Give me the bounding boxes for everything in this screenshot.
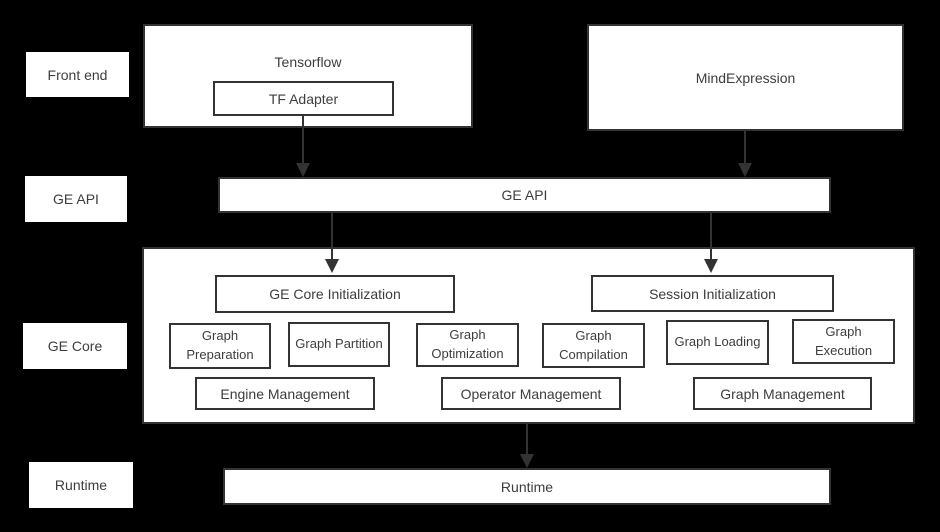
ge-core-initialization-box: GE Core Initialization [215,275,455,313]
arrow-head-icon [738,163,752,177]
operator-management-box: Operator Management [441,377,621,410]
ge-api-bar: GE API [218,177,831,213]
graph-loading-box: Graph Loading [666,320,769,365]
arrow-head-icon [296,163,310,177]
graph-partition-box: Graph Partition [288,322,390,367]
graph-management-box: Graph Management [693,377,872,410]
row-label-runtime: Runtime [29,462,133,508]
mindexpression-box: MindExpression [587,24,904,131]
ge-core-box: GE Core Initialization Session Initializ… [142,247,915,424]
graph-execution-box: Graph Execution [792,319,895,364]
graph-preparation-box: Graph Preparation [169,323,271,369]
arrow-ge-core-to-runtime [520,424,534,468]
graph-optimization-box: Graph Optimization [416,323,519,367]
arrow-shaft [331,213,333,259]
arrow-mindexpression-to-ge-api [738,131,752,177]
arrow-shaft [302,114,304,163]
graph-compilation-box: Graph Compilation [542,323,645,368]
arrow-shaft [710,213,712,259]
tf-adapter-box: TF Adapter [213,81,394,116]
arrow-ge-api-to-session-init [704,213,718,273]
row-label-ge-api: GE API [25,176,127,222]
arrow-tf-adapter-to-ge-api [296,114,310,177]
row-label-ge-core: GE Core [23,323,127,369]
arrow-ge-api-to-ge-core-init [325,213,339,273]
tensorflow-label: Tensorflow [274,54,342,70]
tensorflow-box: Tensorflow TF Adapter [143,24,473,128]
arrow-head-icon [704,259,718,273]
arrow-head-icon [325,259,339,273]
arrow-head-icon [520,454,534,468]
runtime-bar: Runtime [223,468,831,505]
row-label-front-end: Front end [26,52,129,97]
engine-management-box: Engine Management [195,377,375,410]
arrow-shaft [526,424,528,454]
arrow-shaft [744,131,746,163]
session-initialization-box: Session Initialization [591,275,834,312]
